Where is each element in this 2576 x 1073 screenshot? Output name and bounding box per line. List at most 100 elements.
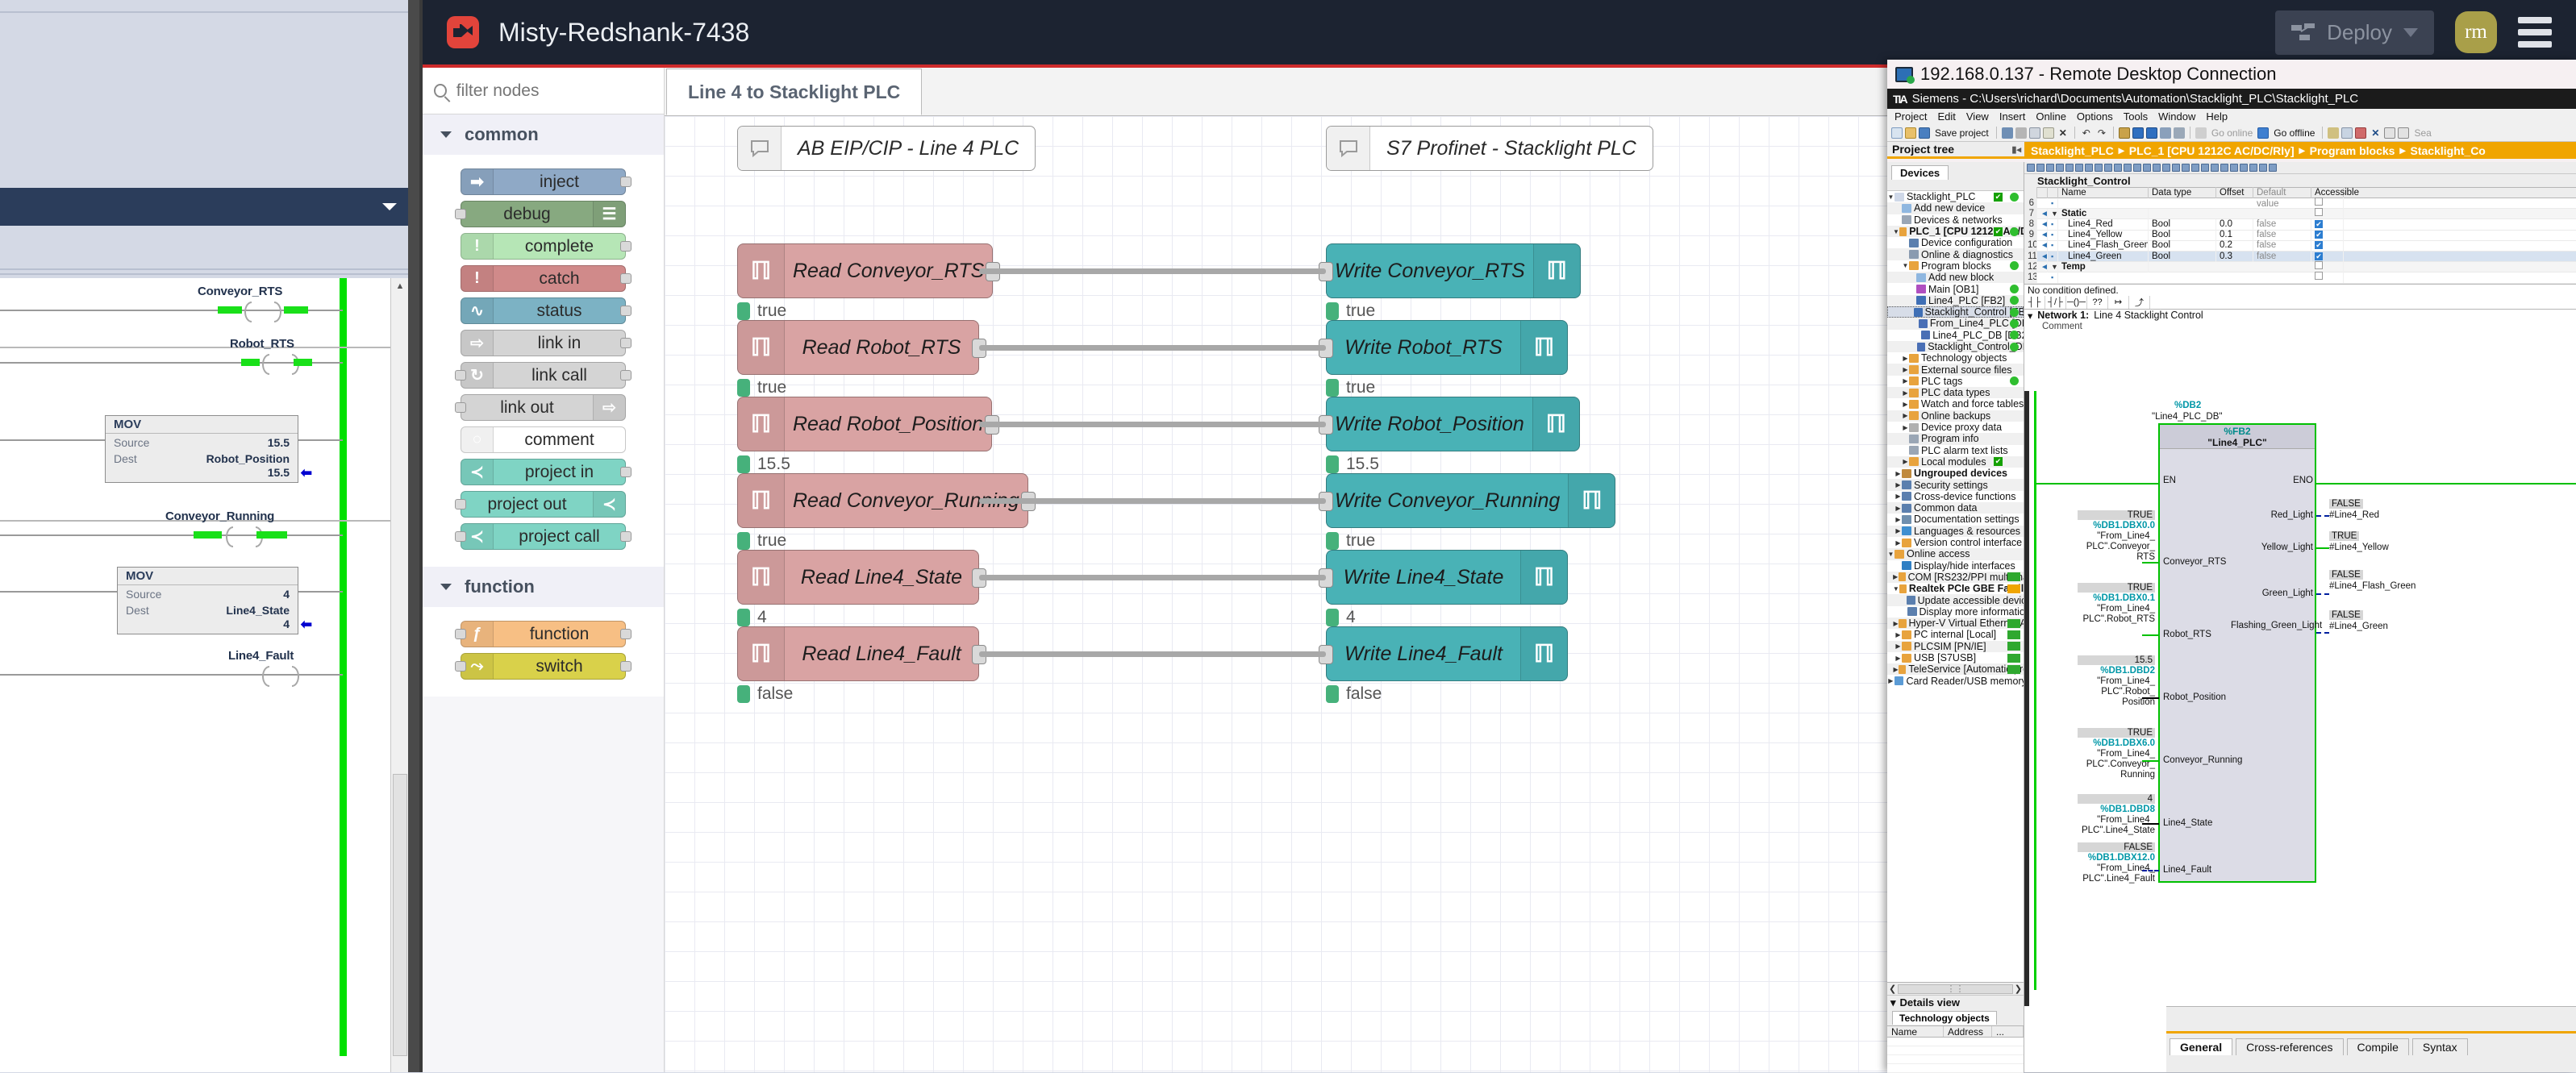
variable-name[interactable]: Line4_Green [2058, 251, 2149, 262]
variable-name[interactable]: Static [2058, 208, 2149, 219]
editor-tool-icon[interactable] [2133, 164, 2141, 172]
chevron-right-icon[interactable]: ▶ [1895, 481, 1901, 489]
variable-data-type[interactable]: Bool [2149, 251, 2216, 262]
flow-wire[interactable] [979, 575, 1326, 580]
editor-tool-icon[interactable] [2153, 164, 2161, 172]
tree-item-pc-internal-local[interactable]: ▶PC internal [Local] [1887, 629, 2024, 640]
network-header[interactable]: ▾ Network 1: Line 4 Stacklight Control [2024, 310, 2576, 322]
editor-tool-icon[interactable] [2220, 164, 2228, 172]
start-cpu-icon[interactable] [2341, 127, 2353, 139]
variable-accessible[interactable] [2311, 272, 2344, 284]
breadcrumb-item[interactable]: Stacklight_PLC [2031, 143, 2114, 157]
ladder-vertical-scrollbar[interactable]: ▲ [390, 278, 408, 1072]
details-view-header[interactable]: ▾ Details view [1887, 996, 2024, 1009]
variable-default-value[interactable]: false [2253, 251, 2311, 262]
variable-row[interactable]: 6▪ [2024, 198, 2576, 210]
editor-tool-icon[interactable] [2201, 164, 2209, 172]
variable-default-value[interactable]: false [2253, 230, 2311, 241]
palette-node-switch[interactable]: ⤳switch [455, 653, 631, 680]
tree-item-languages-resources[interactable]: ▶Languages & resources [1887, 525, 2024, 537]
tia-toolbar[interactable]: Save project ✕ ↶ ↷ Go online Go offline … [1887, 124, 2576, 142]
close-view-icon[interactable]: ✕ [2371, 127, 2380, 139]
tree-item-display-hide-interfaces[interactable]: Display/hide interfaces [1887, 560, 2024, 572]
function-block[interactable]: %FB2 "Line4_PLC" [2158, 423, 2316, 883]
variable-marker-icon[interactable]: ▪ [2048, 198, 2058, 209]
variable-table-body[interactable]: 6▪7◄■▼Static8◄■▪Line4_RedBool0.0false✔9◄… [2024, 198, 2576, 284]
flow-wire[interactable] [979, 422, 1326, 427]
tree-item-online-diagnostics[interactable]: Online & diagnostics [1887, 248, 2024, 260]
cut-icon[interactable] [2015, 127, 2027, 139]
tree-item-device-configuration[interactable]: Device configuration [1887, 237, 2024, 248]
editor-tool-icon[interactable] [2211, 164, 2219, 172]
jump-icon[interactable]: ⤴ [2129, 295, 2150, 309]
input-port[interactable] [455, 370, 466, 381]
tree-item-from-line4-plc-db1[interactable]: From_Line4_PLC [DB1] [1887, 318, 2024, 330]
palette-node-project-out[interactable]: project out≺ [455, 491, 626, 518]
flow-wire[interactable] [979, 268, 1326, 274]
variable-name[interactable]: Temp [2058, 261, 2149, 272]
upload-icon[interactable] [2145, 127, 2157, 139]
hamburger-menu-icon[interactable] [2518, 17, 2552, 48]
chevron-down-icon[interactable]: ▼ [1892, 584, 1899, 593]
checkbox-checked-icon[interactable]: ✔ [2315, 252, 2323, 260]
variable-marker-icon[interactable]: ▼ [2048, 208, 2058, 219]
inspector-tab-general[interactable]: General [2170, 1038, 2233, 1055]
chevron-right-icon[interactable]: ▶ [1893, 573, 1899, 581]
coil-icon[interactable]: ─()─ [2066, 295, 2087, 309]
chevron-right-icon[interactable]: ▶ [1895, 515, 1901, 523]
checkbox-unchecked-icon[interactable] [2315, 272, 2323, 281]
editor-tool-icon[interactable] [2056, 164, 2064, 172]
variable-marker-icon[interactable]: ▼ [2048, 261, 2058, 272]
variable-marker-icon[interactable]: ▪ [2048, 251, 2058, 262]
tree-item-devices-networks[interactable]: Devices & networks [1887, 214, 2024, 226]
input-port[interactable] [455, 402, 466, 413]
interface-variable-table[interactable]: Name Data type Offset Default value Acce… [2024, 187, 2576, 284]
palette-node-debug[interactable]: debug☰ [455, 201, 626, 227]
variable-marker-icon[interactable]: ▪ [2048, 240, 2058, 252]
checkbox-checked-icon[interactable]: ✔ [2315, 219, 2323, 228]
input-port[interactable] [455, 661, 466, 672]
checkbox-unchecked-icon[interactable] [2315, 198, 2323, 206]
table-row[interactable] [1887, 1038, 2024, 1046]
mov-instruction-block[interactable]: MOV Source 15.5 Dest Robot_Position 15.5… [105, 415, 312, 483]
chevron-right-icon[interactable]: ▶ [1903, 366, 1908, 374]
chevron-right-icon[interactable]: ▶ [1903, 458, 1908, 466]
fbd-network-canvas[interactable]: %DB2 "Line4_PLC_DB" %FB2 "Line4_PLC" EN … [2024, 391, 2576, 1006]
editor-tool-icon[interactable] [2095, 164, 2103, 172]
new-project-icon[interactable] [1891, 127, 1903, 139]
tree-item-documentation-settings[interactable]: ▶Documentation settings [1887, 514, 2024, 525]
compile-icon[interactable] [2118, 127, 2130, 139]
variable-accessible[interactable] [2311, 198, 2344, 210]
split-vertical-icon[interactable] [2398, 127, 2410, 139]
editor-tool-icon[interactable] [2075, 164, 2083, 172]
chevron-down-icon[interactable]: ▼ [1902, 262, 1909, 270]
comment-node[interactable]: S7 Profinet - Stacklight PLC [1326, 126, 1653, 171]
output-port[interactable] [620, 370, 631, 381]
save-project-label[interactable]: Save project [1935, 127, 1989, 139]
breadcrumb-item[interactable]: PLC_1 [CPU 1212C AC/DC/Rly] [2128, 143, 2295, 157]
tree-item-realtek-pcie-gbe-family-con[interactable]: ▼Realtek PCIe GBE Family Con... [1887, 583, 2024, 594]
tree-item-plc-data-types[interactable]: ▶PLC data types [1887, 387, 2024, 399]
chevron-down-icon[interactable] [2403, 27, 2418, 37]
palette-node-project-call[interactable]: ≺project call [455, 523, 631, 550]
output-port[interactable] [620, 661, 631, 672]
editor-tool-icon[interactable] [2240, 164, 2248, 172]
tree-item-local-modules[interactable]: ▶Local modules✔ [1887, 455, 2024, 468]
variable-row[interactable]: 12◄■▼Temp [2024, 261, 2576, 273]
menu-item-help[interactable]: Help [2206, 110, 2228, 123]
branch-icon[interactable]: ↦ [2108, 295, 2129, 309]
variable-accessible[interactable]: ✔ [2311, 230, 2344, 241]
tree-item-security-settings[interactable]: ▶Security settings [1887, 479, 2024, 491]
palette-node-link-in[interactable]: ⇨link in [461, 330, 631, 356]
variable-marker-icon[interactable]: ▪ [2048, 272, 2058, 283]
chevron-right-icon[interactable]: ▶ [1903, 423, 1908, 431]
